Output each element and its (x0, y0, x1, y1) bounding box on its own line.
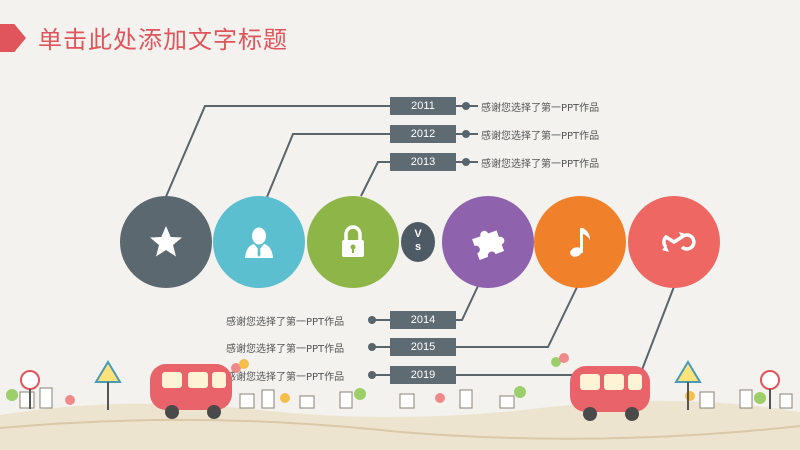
year-badge-2011[interactable]: 2011 (390, 97, 456, 115)
circle-lock[interactable] (307, 196, 399, 288)
circle-puzzle[interactable] (442, 196, 534, 288)
entry-description[interactable]: 感谢您选择了第一PPT作品 (481, 159, 600, 170)
year-badge-2019[interactable]: 2019 (390, 366, 456, 384)
connector-dot (368, 316, 376, 324)
year-badge-2013[interactable]: 2013 (390, 153, 456, 171)
cartoon-town-scenery (0, 353, 800, 450)
year-badge-2012[interactable]: 2012 (390, 125, 456, 143)
entry-description[interactable]: 感谢您选择了第一PPT作品 (481, 103, 600, 114)
refresh-icon (662, 232, 696, 252)
year-badge-2015[interactable]: 2015 (390, 338, 456, 356)
puzzle-icon (472, 230, 505, 260)
lock-icon (342, 225, 364, 257)
circle-star[interactable] (120, 196, 212, 288)
circle-refresh[interactable] (628, 196, 720, 288)
slide-title[interactable]: 单击此处添加文字标题 (38, 26, 288, 54)
entry-description[interactable]: 感谢您选择了第一PPT作品 (226, 344, 345, 355)
entry-description[interactable]: 感谢您选择了第一PPT作品 (481, 131, 600, 142)
user-icon (245, 227, 273, 258)
entry-description[interactable]: 感谢您选择了第一PPT作品 (226, 372, 345, 383)
year-badge-2014[interactable]: 2014 (390, 311, 456, 329)
vs-label-top: V (414, 228, 422, 240)
connector-dot (462, 102, 470, 110)
connector-dot (462, 130, 470, 138)
connector-dot (462, 158, 470, 166)
connector-dot (368, 371, 376, 379)
star-icon (150, 226, 182, 257)
connector-dot (368, 343, 376, 351)
circle-music[interactable] (534, 196, 626, 288)
entry-description[interactable]: 感谢您选择了第一PPT作品 (226, 317, 345, 328)
vs-label-bottom: s (414, 241, 422, 253)
music-note-icon (570, 228, 590, 257)
circle-user[interactable] (213, 196, 305, 288)
vs-badge: V s (401, 222, 435, 262)
